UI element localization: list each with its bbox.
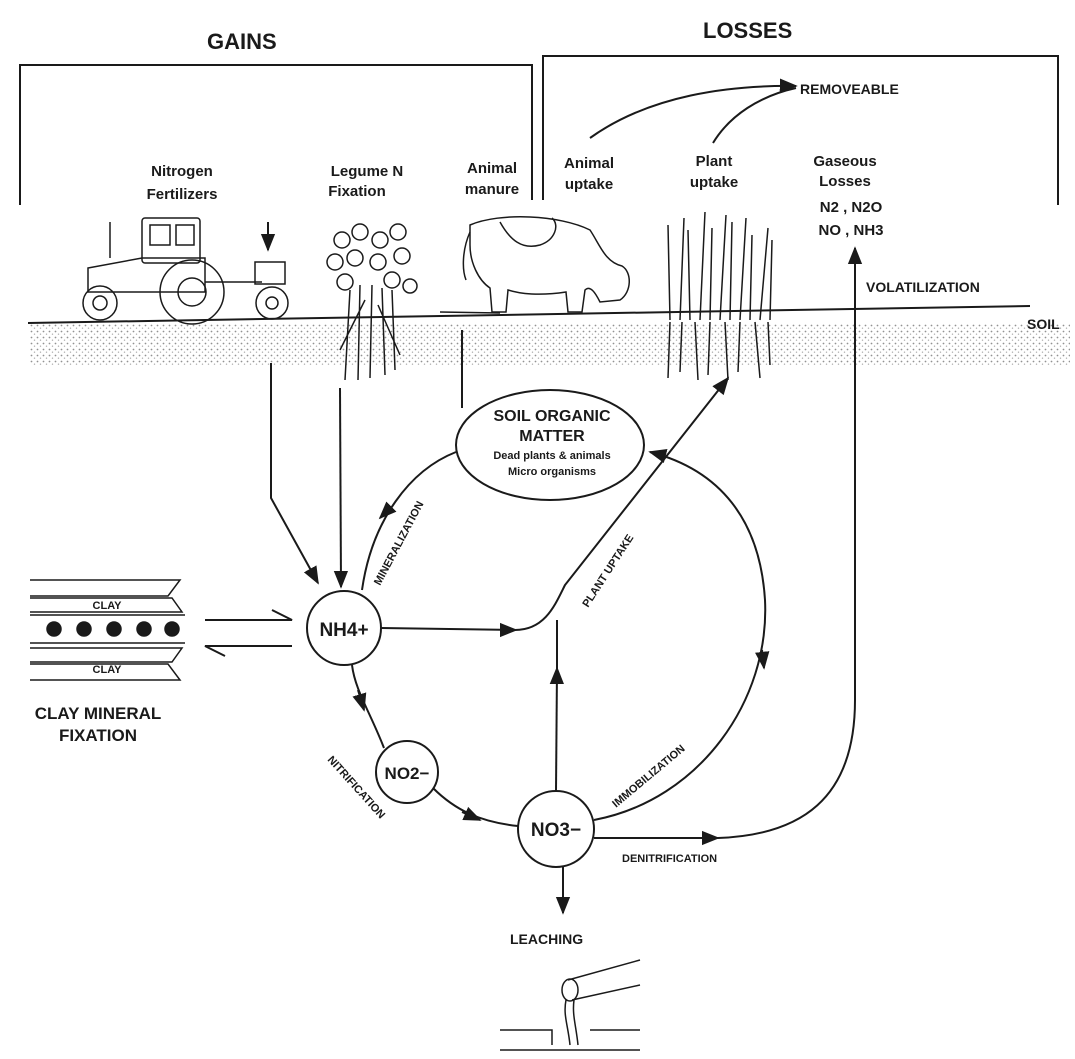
svg-text:NO3−: NO3−: [531, 820, 581, 841]
svg-text:Animal: Animal: [467, 160, 517, 177]
svg-text:Nitrogen: Nitrogen: [151, 163, 213, 180]
svg-text:NO2−: NO2−: [385, 764, 430, 783]
svg-text:Gaseous: Gaseous: [813, 153, 876, 170]
gains-header: GAINS: [207, 29, 277, 54]
clay-exchange-arrows: [204, 609, 293, 657]
plant-uptake-label: Plant uptake: [690, 153, 738, 191]
nh4-to-no2-line: [351, 664, 385, 749]
svg-text:Fertilizers: Fertilizers: [147, 186, 218, 203]
no2-to-no3-arrowhead: [461, 806, 482, 821]
denitrification-to-gases-arrow: [594, 246, 863, 839]
clay-mineral-fixation-label: CLAY MINERAL FIXATION: [35, 704, 162, 745]
no2-node: NO2−: [375, 740, 439, 804]
nh4-to-no2-arrowhead: [352, 689, 367, 712]
volatilization-label: VOLATILIZATION: [866, 279, 980, 295]
svg-text:CLAY MINERAL: CLAY MINERAL: [35, 704, 162, 723]
no2-to-no3-line: [432, 787, 519, 827]
no3-node: NO3−: [517, 790, 595, 868]
gains-bracket: [19, 64, 533, 205]
svg-text:N2 , N2O: N2 , N2O: [820, 199, 883, 216]
svg-text:NH4+: NH4+: [319, 620, 368, 641]
plant-to-removeable-arrow: [712, 87, 797, 144]
svg-text:SOIL ORGANIC: SOIL ORGANIC: [493, 408, 610, 425]
svg-text:manure: manure: [465, 181, 519, 198]
no3-to-uptake-arrow: [549, 666, 565, 792]
clay-bottom-label: CLAY: [93, 664, 123, 676]
tractor-icon: [82, 217, 289, 325]
manure-label: Animal manure: [465, 160, 519, 198]
mineralization-arrowhead: [378, 501, 397, 520]
svg-text:MATTER: MATTER: [519, 428, 585, 445]
soil-layer: [30, 323, 1070, 365]
immobilization-arc: [593, 449, 767, 821]
nh4-node: NH4+: [306, 590, 382, 666]
clay-mineral-icon: [30, 579, 185, 681]
denitrification-label: DENITRIFICATION: [622, 853, 717, 865]
drain-pipe-icon: [500, 959, 641, 1051]
svg-text:Micro organisms: Micro organisms: [508, 466, 596, 478]
svg-text:Dead plants & animals: Dead plants & animals: [493, 450, 610, 462]
svg-text:FIXATION: FIXATION: [59, 726, 137, 745]
immobilization-arrowhead: [755, 649, 770, 670]
legume-to-nh4-arrow: [333, 387, 349, 589]
soil-label: SOIL: [1027, 316, 1060, 332]
svg-text:Legume N: Legume N: [331, 163, 404, 180]
losses-header: LOSSES: [703, 18, 792, 43]
cow-icon: [439, 216, 630, 314]
animal-to-removeable-arrow: [589, 78, 798, 139]
legume-label: Legume N Fixation: [328, 163, 403, 200]
fertilizer-label: Nitrogen Fertilizers: [147, 163, 218, 203]
svg-text:Losses: Losses: [819, 173, 871, 190]
soil-organic-matter: SOIL ORGANIC MATTER Dead plants & animal…: [455, 389, 645, 501]
legume-plant-icon: [326, 223, 418, 381]
losses-bracket: [542, 55, 1059, 205]
leaching-label: LEACHING: [510, 931, 583, 947]
svg-text:Fixation: Fixation: [328, 183, 386, 200]
mineralization-label: MINERALIZATION: [372, 499, 426, 587]
svg-text:uptake: uptake: [565, 176, 613, 193]
animal-uptake-label: Animal uptake: [564, 155, 614, 193]
fertilizer-to-nh4-arrow: [270, 363, 319, 585]
ground-line: [27, 305, 1031, 324]
removeable-label: REMOVEABLE: [800, 81, 899, 97]
svg-text:Plant: Plant: [696, 153, 733, 170]
gaseous-losses-label: Gaseous Losses: [813, 153, 876, 190]
svg-text:uptake: uptake: [690, 174, 738, 191]
svg-text:Animal: Animal: [564, 155, 614, 172]
svg-text:NO , NH3: NO , NH3: [818, 222, 883, 239]
grass-icon: [667, 211, 773, 381]
plant-uptake-arrow-label: PLANT UPTAKE: [580, 533, 636, 610]
gas-species: N2 , N2O NO , NH3: [818, 199, 883, 239]
clay-top-label: CLAY: [93, 600, 123, 612]
